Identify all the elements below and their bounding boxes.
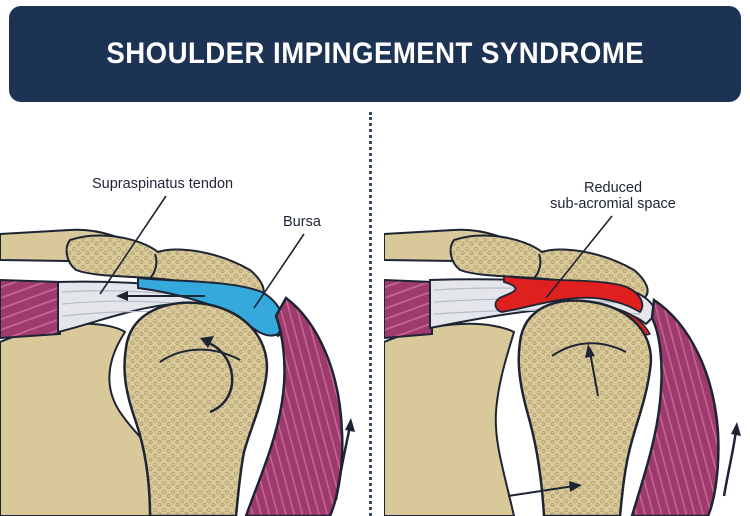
- straight-arrow-icon: [116, 291, 205, 301]
- impingement-shoulder-diagram: Reduced sub-acromial space: [384, 180, 741, 516]
- reduced-label-line2: sub-acromial space: [550, 196, 676, 212]
- supraspinatus-muscle: [0, 278, 61, 340]
- inflamed-bursa: [494, 274, 644, 314]
- tendon-label: Supraspinatus tendon: [92, 176, 233, 192]
- reduced-leader-line: [545, 215, 613, 299]
- reduced-label-line1: Reduced: [584, 180, 642, 196]
- up-arrow-icon: [585, 344, 599, 397]
- bursa-label: Bursa: [283, 214, 322, 230]
- normal-shoulder-panel: Supraspinatus tendon Bursa: [0, 112, 366, 516]
- panel-divider: [369, 112, 372, 516]
- up-arrow-icon: [722, 422, 741, 497]
- title-banner: SHOULDER IMPINGEMENT SYNDROME: [9, 6, 741, 102]
- page-title: SHOULDER IMPINGEMENT SYNDROME: [106, 37, 644, 70]
- impingement-shoulder-panel: Reduced sub-acromial space: [384, 112, 750, 516]
- deltoid-muscle: [244, 296, 344, 516]
- normal-shoulder-diagram: Supraspinatus tendon Bursa: [0, 176, 355, 516]
- up-arrow-icon: [334, 418, 355, 501]
- tendon-leader-line: [99, 195, 167, 295]
- curved-arrow-icon: [200, 336, 234, 414]
- humerus-bone: [517, 299, 653, 516]
- scapula-bone: [384, 322, 516, 516]
- deltoid-muscle: [630, 297, 720, 516]
- straight-arrow-icon: [507, 481, 582, 497]
- bursa-leader-line: [253, 233, 305, 309]
- supraspinatus-muscle: [384, 278, 433, 340]
